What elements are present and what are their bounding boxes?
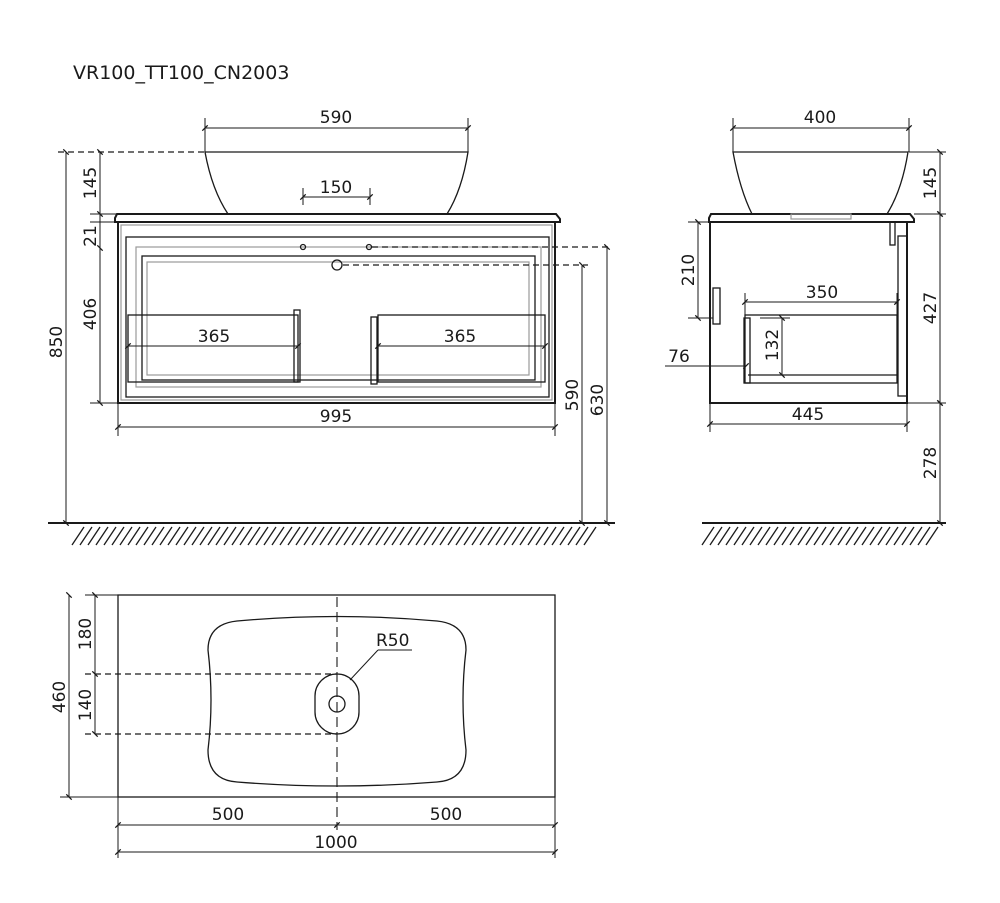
front-view: 590 150 145 21 406 850 365 365 995 590 6… [47,108,615,546]
side-sink-bowl [732,151,909,215]
dim-top-right-half: 500 [430,805,462,825]
dim-drawer-left: 365 [198,327,230,347]
dim-drain-offset: 150 [320,178,352,198]
dim-side-sink-depth: 400 [804,108,836,128]
dim-top-total-depth: 460 [50,681,70,713]
front-drawer-left [127,314,299,383]
dim-side-sink-height: 145 [921,167,941,199]
dim-top-total-width: 1000 [314,833,357,853]
dim-back-to-center: 180 [76,618,96,650]
side-floor-hatch [701,526,939,546]
dim-drawer-right: 365 [444,327,476,347]
dim-side-cabinet-depth: 445 [792,405,824,425]
dim-front-cabinet-width: 995 [320,407,352,427]
front-cabinet [117,221,556,404]
dim-floor-clearance: 278 [921,447,941,479]
top-view: R50 180 140 460 500 500 1000 [50,591,559,858]
dim-side-drawer-offset: 210 [679,254,699,286]
dim-outlet-height: 630 [588,384,608,416]
dim-hole-spacing: 140 [76,689,96,721]
dim-sink-width: 590 [320,108,352,128]
dim-top-thickness: 21 [81,225,101,247]
front-floor-hatch [71,526,597,546]
dim-pipe-height: 590 [563,379,583,411]
dim-side-front-gap: 76 [668,347,690,367]
dim-side-cabinet-height: 427 [921,292,941,324]
dim-top-left-half: 500 [212,805,244,825]
drawing-title: VR100_TT100_CN2003 [73,62,289,84]
front-drawer-right [377,314,546,383]
side-cabinet [709,221,908,404]
dim-front-sink-height: 145 [81,167,101,199]
dim-side-drawer-depth: 350 [806,283,838,303]
side-countertop [708,213,915,223]
front-countertop [114,213,561,223]
dim-total-height: 850 [47,326,67,358]
dim-drain-radius: R50 [376,631,409,651]
dim-front-cabinet-height: 406 [81,298,101,330]
dim-side-drawer-height: 132 [763,329,783,361]
side-view: 400 145 427 278 210 350 132 76 445 [665,108,946,546]
side-drawer [744,314,898,384]
top-basin-outline [207,615,467,787]
